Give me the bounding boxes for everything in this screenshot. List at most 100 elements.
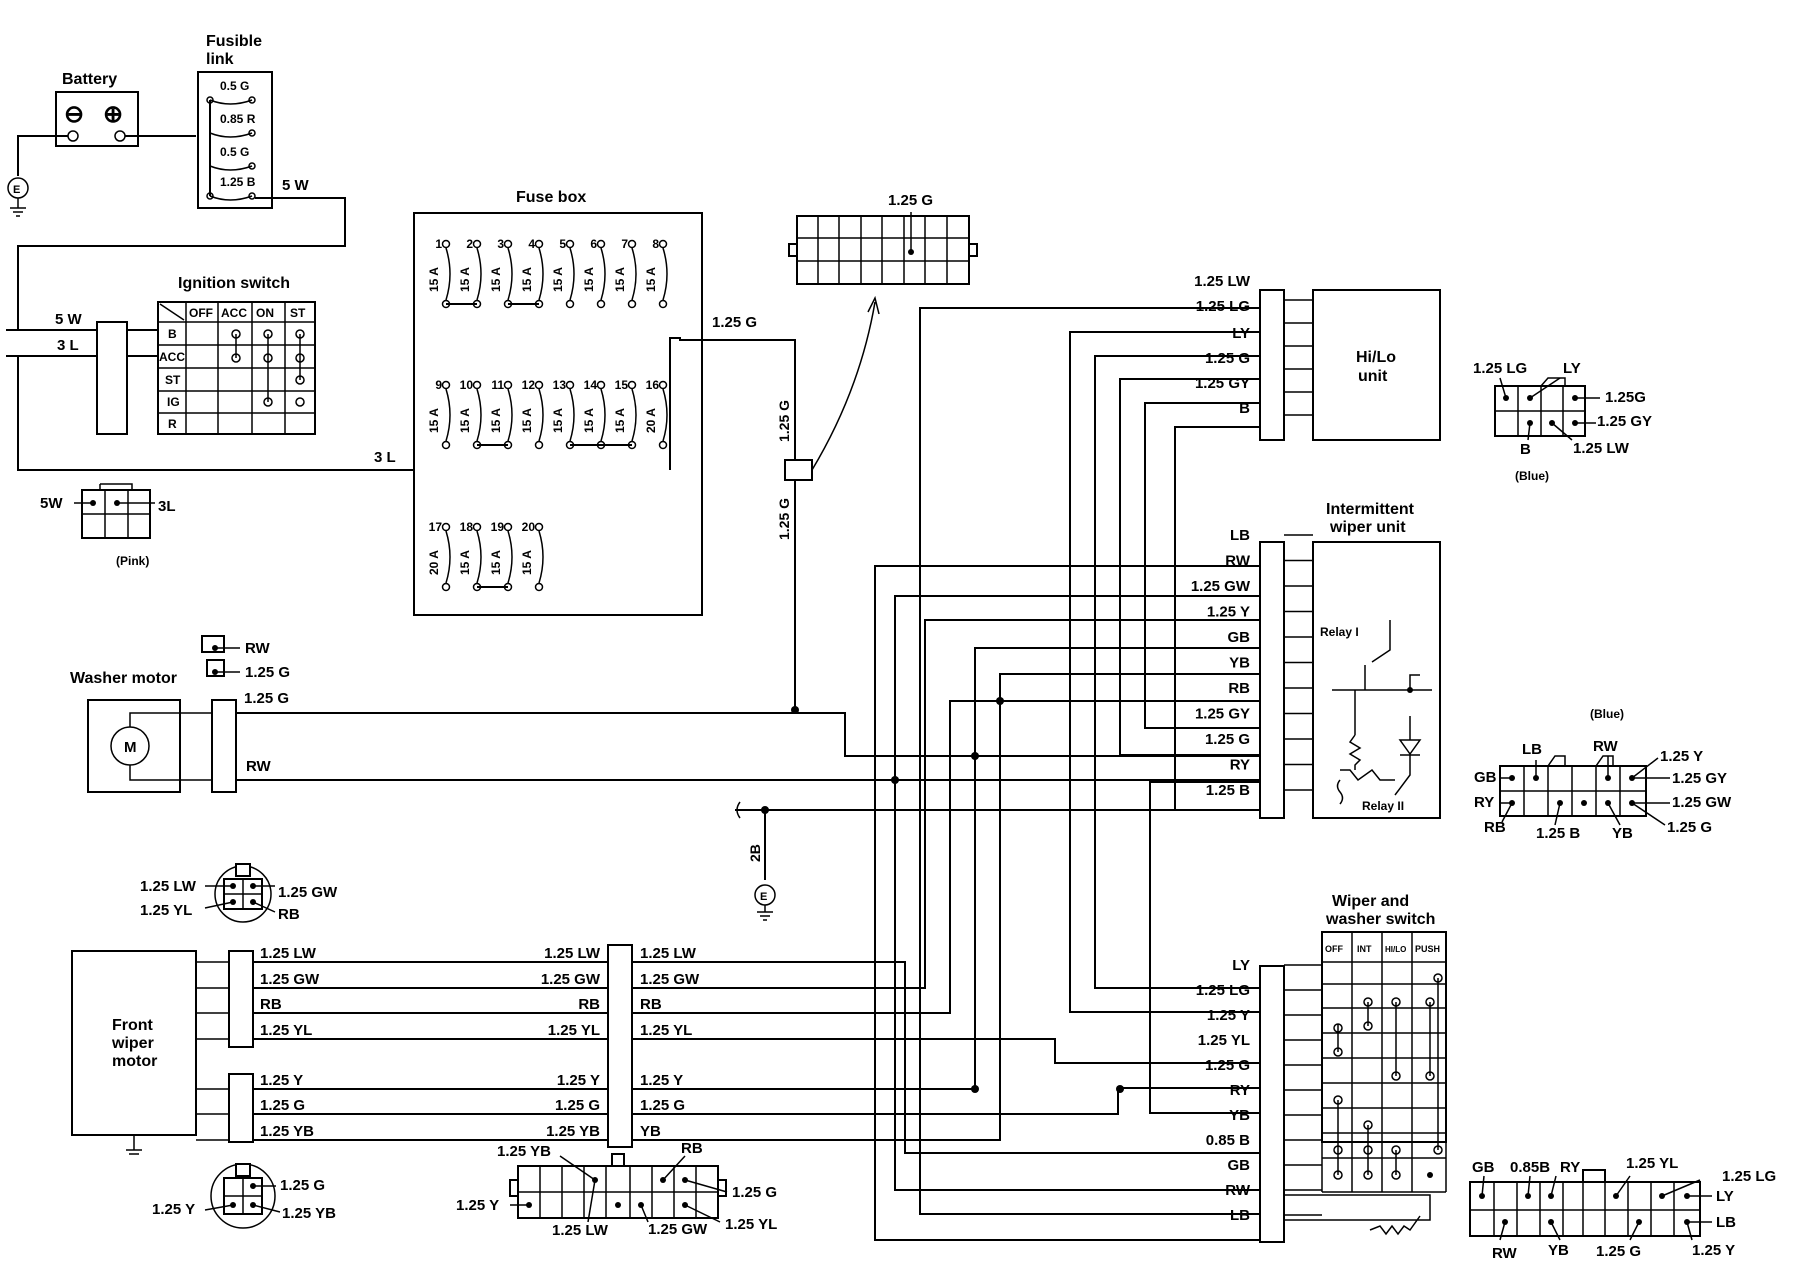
mid-conn-g: 1.25 G bbox=[732, 1184, 777, 1201]
switch-wire-label-2: 1.25 Y bbox=[1207, 1007, 1250, 1024]
washer-wire-g: 1.25 G bbox=[244, 690, 289, 707]
int-conn-color: (Blue) bbox=[1590, 707, 1624, 721]
ign-row-ig: IG bbox=[167, 395, 180, 409]
fuse-box-title: Fuse box bbox=[516, 189, 586, 206]
svg-text:E: E bbox=[13, 184, 20, 196]
switch-wire-label-7: 0.85 B bbox=[1206, 1132, 1250, 1149]
int-conn-lb: LB bbox=[1522, 741, 1542, 758]
hilo-conn-lw: 1.25 LW bbox=[1573, 440, 1630, 457]
fuse-number-16: 16 bbox=[646, 378, 660, 392]
washer-motor-symbol: M bbox=[124, 739, 137, 756]
fwm-connector-top bbox=[228, 950, 254, 1048]
fwm-left-wire-2: RB bbox=[260, 996, 282, 1013]
washer-connector bbox=[211, 699, 237, 793]
fuse-number-4: 4 bbox=[528, 237, 535, 251]
fuse-number-17: 17 bbox=[429, 520, 443, 534]
fusible-link-title-1: Fusible bbox=[206, 33, 262, 50]
hilo-title-1: Hi/Lo bbox=[1356, 349, 1396, 366]
sw-conn-yb: YB bbox=[1548, 1242, 1569, 1259]
fuse-rating-12: 15 A bbox=[520, 408, 534, 433]
feed-label-2: 1.25 G bbox=[776, 498, 792, 540]
int-wire-label-6: RB bbox=[1228, 680, 1250, 697]
int-title-1: Intermittent bbox=[1326, 501, 1415, 518]
battery-title: Battery bbox=[62, 71, 117, 88]
switch-table bbox=[1321, 931, 1447, 1143]
fwm-connector-icon-bottom: 1.25 G 1.25 Y 1.25 YB bbox=[152, 1163, 336, 1229]
sw-conn-yl: 1.25 YL bbox=[1626, 1155, 1678, 1172]
int-wire-label-2: 1.25 GW bbox=[1191, 578, 1251, 595]
fuse-number-15: 15 bbox=[615, 378, 629, 392]
hilo-conn-b: B bbox=[1520, 441, 1531, 458]
fuse-number-1: 1 bbox=[435, 237, 442, 251]
fuse-number-13: 13 bbox=[553, 378, 567, 392]
fuse-number-12: 12 bbox=[522, 378, 536, 392]
battery: Battery ⊖ ⊕ E bbox=[7, 71, 196, 217]
ignition-switch: Ignition switch OFF ACC ON ST B ACC ST I… bbox=[6, 275, 670, 471]
int-wire-label-4: GB bbox=[1228, 629, 1251, 646]
fuse-rating-9: 15 A bbox=[427, 408, 441, 433]
fwm-left-wire-4: 1.25 Y bbox=[260, 1072, 303, 1089]
fuse-number-6: 6 bbox=[590, 237, 597, 251]
ign-col-on: ON bbox=[256, 306, 274, 320]
sw-col-push: PUSH bbox=[1415, 944, 1440, 954]
int-wire-label-0: LB bbox=[1230, 527, 1250, 544]
hilo-wire-label-5: B bbox=[1239, 400, 1250, 417]
ign-conn-5w: 5W bbox=[40, 495, 63, 512]
fwm-right-wire-0: 1.25 LW bbox=[640, 945, 697, 962]
fwm-conn-g: 1.25 G bbox=[280, 1177, 325, 1194]
fwm-connector-bottom bbox=[228, 1073, 254, 1143]
fwm-right-wire-1: 1.25 GW bbox=[640, 971, 700, 988]
hilo-title-2: unit bbox=[1358, 368, 1388, 385]
fwm-conn-lw: 1.25 LW bbox=[140, 878, 197, 895]
hilo-conn-gy: 1.25 GY bbox=[1597, 413, 1652, 430]
int-title-2: wiper unit bbox=[1329, 519, 1406, 536]
fwm-left-wire-0: 1.25 LW bbox=[260, 945, 317, 962]
top-connector: 1.25 G bbox=[788, 192, 978, 285]
int-conn-yb: YB bbox=[1612, 825, 1633, 842]
int-conn-rw: RW bbox=[1593, 738, 1619, 755]
fuse-number-20: 20 bbox=[522, 520, 536, 534]
switch-wire-label-4: 1.25 G bbox=[1205, 1057, 1250, 1074]
fuse-number-8: 8 bbox=[652, 237, 659, 251]
wiper-washer-switch: Wiper and washer switch OFF INT HI/LO PU… bbox=[1196, 893, 1447, 1243]
sw-conn-lg: 1.25 LG bbox=[1722, 1168, 1776, 1185]
int-conn-y: 1.25 Y bbox=[1660, 748, 1703, 765]
feed-line: 1.25 G 1.25 G bbox=[776, 295, 880, 714]
fuse-rating-1: 15 A bbox=[427, 267, 441, 292]
fuse-rating-16: 20 A bbox=[644, 408, 658, 433]
bus-wires bbox=[632, 307, 1260, 1241]
fwm-conn-rb: RB bbox=[278, 906, 300, 923]
switch-contacts bbox=[1284, 973, 1443, 1236]
fuse-rating-15: 15 A bbox=[613, 408, 627, 433]
fuse-box-frame bbox=[413, 212, 703, 616]
int-wire-label-10: 1.25 B bbox=[1206, 782, 1250, 799]
battery-plus-icon: ⊕ bbox=[103, 101, 123, 128]
relay-1-label: Relay I bbox=[1320, 625, 1359, 639]
fwm-left-wire-6: 1.25 YB bbox=[260, 1123, 314, 1140]
mid-conn-y: 1.25 Y bbox=[456, 1197, 499, 1214]
fusible-link-2: 0.85 R bbox=[220, 112, 256, 126]
sw-col-off: OFF bbox=[1325, 944, 1343, 954]
ground-2b-label: 2B bbox=[747, 844, 763, 862]
fwm-right-wire-3: 1.25 YL bbox=[640, 1022, 692, 1039]
mid-conn-yl: 1.25 YL bbox=[725, 1216, 777, 1233]
switch-wire-label-5: RY bbox=[1230, 1082, 1250, 1099]
fuse-rating-2: 15 A bbox=[458, 267, 472, 292]
hilo-conn-ly: LY bbox=[1563, 360, 1581, 377]
switch-title-1: Wiper and bbox=[1332, 893, 1409, 910]
fwm-mid-wire-5: 1.25 G bbox=[555, 1097, 600, 1114]
fusible-link-3: 0.5 G bbox=[220, 145, 249, 159]
relay-2-label: Relay II bbox=[1362, 799, 1404, 813]
hilo-wire-label-1: 1.25 LG bbox=[1196, 298, 1250, 315]
washer-conn-g: 1.25 G bbox=[245, 664, 290, 681]
mid-connector-icon: 1.25 YB RB 1.25 Y 1.25 G 1.25 LW 1.25 GW… bbox=[456, 1140, 777, 1239]
fwm-left-wire-1: 1.25 GW bbox=[260, 971, 320, 988]
fuse-number-3: 3 bbox=[497, 237, 504, 251]
